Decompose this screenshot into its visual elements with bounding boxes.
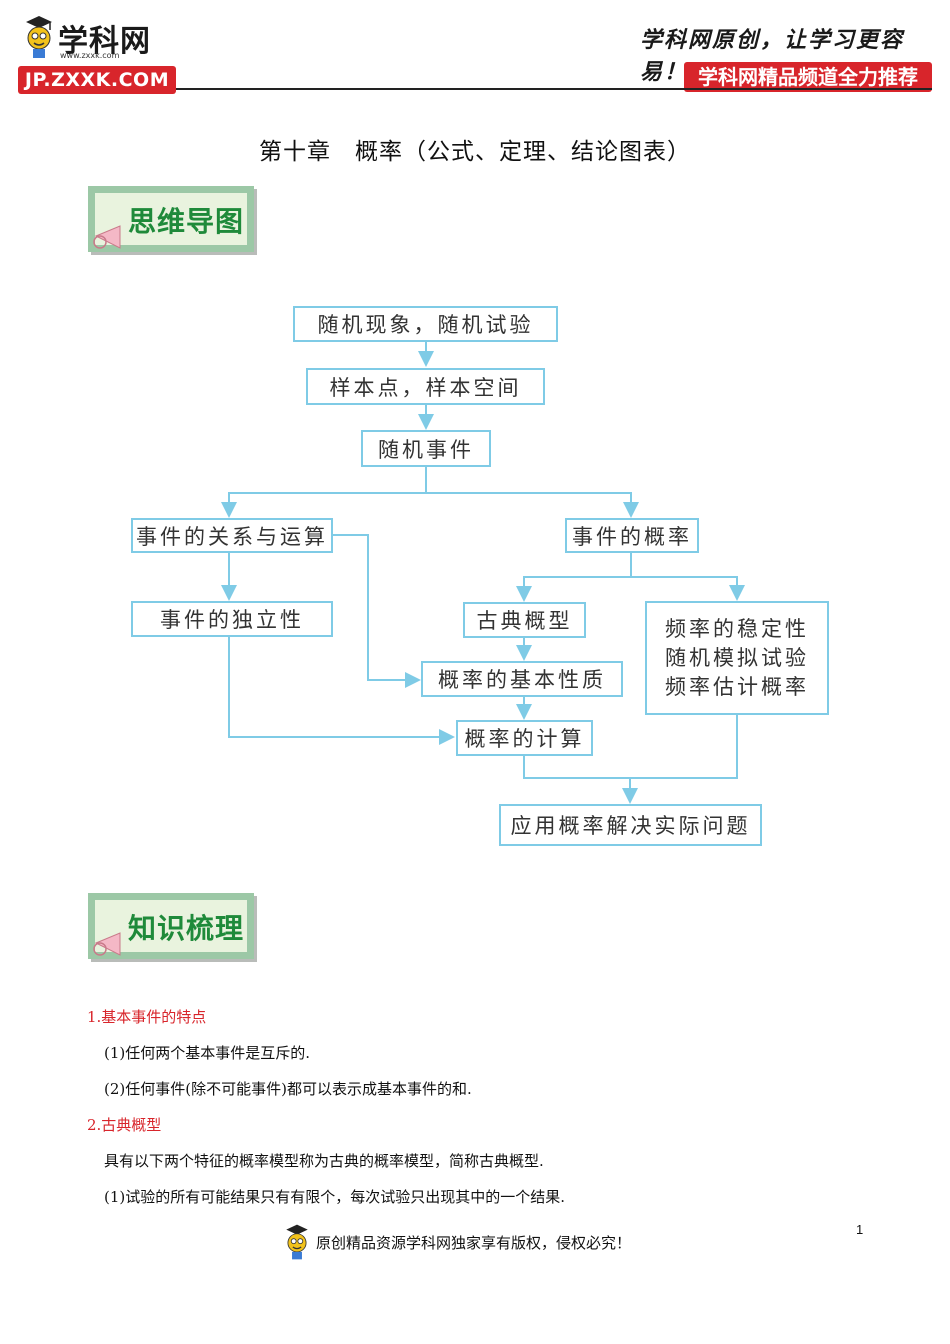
paragraph-3: 具有以下两个特征的概率模型称为古典的概率模型，简称古典概型. — [104, 1152, 544, 1170]
megaphone-icon — [93, 225, 121, 249]
footer: 原创精品资源学科网独家享有版权，侵权必究！ — [282, 1222, 631, 1262]
header-divider — [176, 88, 932, 90]
promo-banner[interactable]: 学科网精品频道全力推荐 — [684, 62, 932, 92]
document-title: 第十章 概率（公式、定理、结论图表） — [259, 139, 691, 165]
flow-node-sample-space: 样本点，样本空间 — [306, 368, 545, 405]
paragraph-4: (1)试验的所有可能结果只有有限个，每次试验只出现其中的一个结果. — [104, 1188, 566, 1206]
paragraph-1: (1)任何两个基本事件是互斥的. — [104, 1044, 311, 1062]
slogan: 学科网原创，让学习更容易！ — [640, 27, 905, 85]
section-banner-knowledge: 知识梳理 — [88, 893, 258, 963]
flow-node-frequency-line-1: 频率的稳定性 — [665, 616, 809, 641]
megaphone-icon — [93, 932, 121, 956]
flowchart: 随机现象，随机试验 样本点，样本空间 随机事件 事件的关系与运算 事件的概率 事… — [0, 290, 950, 860]
flow-node-frequency-line-3: 频率估计概率 — [665, 674, 809, 699]
flow-node-frequency-line-2: 随机模拟试验 — [665, 645, 809, 670]
flow-node-application: 应用概率解决实际问题 — [499, 804, 762, 846]
flow-node-event-probability: 事件的概率 — [565, 518, 699, 553]
logo-badge[interactable]: JP.ZXXK.COM — [18, 66, 176, 94]
flow-node-random-event: 随机事件 — [361, 430, 491, 467]
section-title-knowledge: 知识梳理 — [128, 912, 245, 945]
page-number: 1 — [856, 1222, 864, 1237]
flow-node-independence: 事件的独立性 — [131, 601, 333, 637]
logo-url-small: www.zxxk.com — [60, 51, 120, 60]
footer-copyright: 原创精品资源学科网独家享有版权，侵权必究！ — [316, 1233, 632, 1252]
flow-node-random-phenomenon: 随机现象，随机试验 — [293, 306, 558, 342]
flow-node-basic-properties: 概率的基本性质 — [421, 661, 623, 697]
paragraph-2: (2)任何事件(除不可能事件)都可以表示成基本事件的和. — [104, 1080, 472, 1098]
flow-node-frequency: 频率的稳定性 随机模拟试验 频率估计概率 — [645, 601, 829, 715]
footer-mascot-icon — [286, 1224, 308, 1260]
logo-mascot-icon — [22, 14, 56, 60]
section-banner-mindmap: 思维导图 — [88, 186, 258, 256]
flowchart-connectors — [221, 341, 745, 804]
flow-node-probability-calc: 概率的计算 — [456, 720, 593, 756]
flow-node-event-relations: 事件的关系与运算 — [131, 518, 333, 553]
section-title-mindmap: 思维导图 — [128, 205, 245, 238]
flow-node-classical-model: 古典概型 — [463, 602, 586, 638]
heading-classical-model: 2.古典概型 — [87, 1116, 162, 1134]
logo-name: 学科网 — [58, 24, 151, 59]
heading-basic-events: 1.基本事件的特点 — [87, 1008, 207, 1026]
